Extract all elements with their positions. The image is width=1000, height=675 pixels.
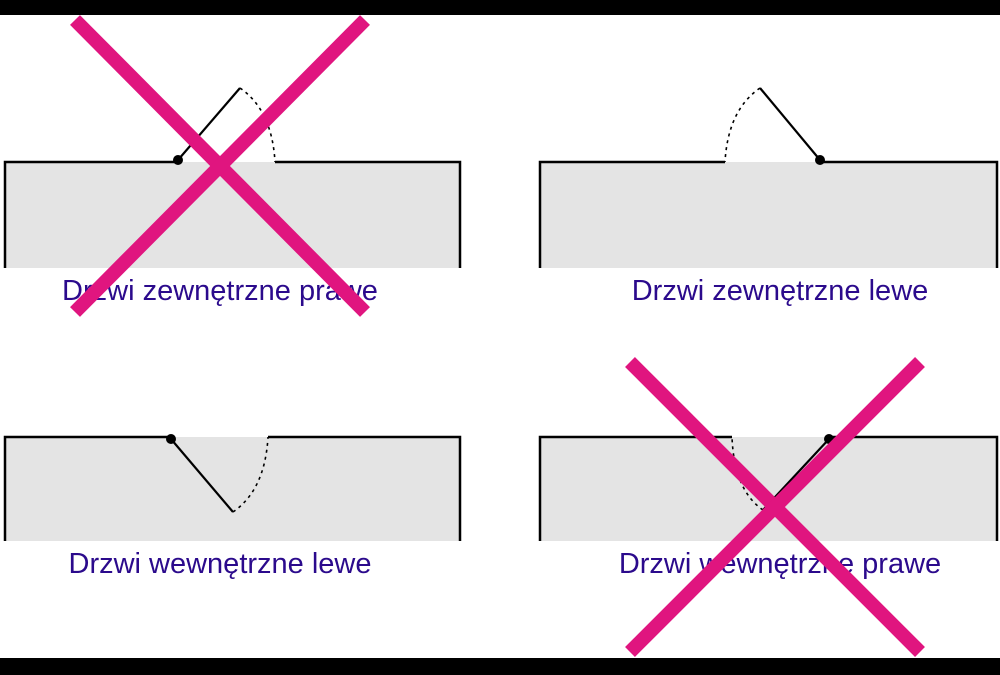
top-border — [0, 0, 1000, 15]
swing-arc — [232, 436, 269, 513]
bottom-border — [0, 658, 1000, 675]
wall — [540, 437, 997, 541]
cross-mark-external-right — [70, 15, 370, 317]
swing-arc — [239, 87, 276, 163]
wall-outline — [538, 160, 999, 268]
wall-outline — [3, 160, 462, 268]
door-leaf — [170, 438, 234, 513]
wall — [540, 162, 997, 268]
panel-label: Drzwi wewnętrzne prawe — [619, 548, 941, 580]
panel-label: Drzwi wewnętrzne lewe — [69, 548, 372, 580]
door-leaf — [177, 87, 241, 161]
wall — [5, 437, 460, 541]
swing-arc — [724, 87, 761, 163]
cross-mark-internal-right — [625, 357, 925, 657]
wall-outline — [538, 435, 999, 541]
panel-label: Drzwi zewnętrzne lewe — [632, 275, 929, 307]
door-leaf — [759, 87, 821, 161]
cross-stroke — [625, 357, 925, 657]
panel-external-right: Drzwi zewnętrzne prawe — [3, 87, 462, 307]
panel-external-left: Drzwi zewnętrzne lewe — [538, 87, 999, 307]
panel-internal-left: Drzwi wewnętrzne lewe — [3, 434, 462, 580]
panel-internal-right: Drzwi wewnętrzne prawe — [538, 434, 999, 580]
wall-outline — [3, 435, 462, 541]
cross-stroke — [70, 15, 370, 317]
